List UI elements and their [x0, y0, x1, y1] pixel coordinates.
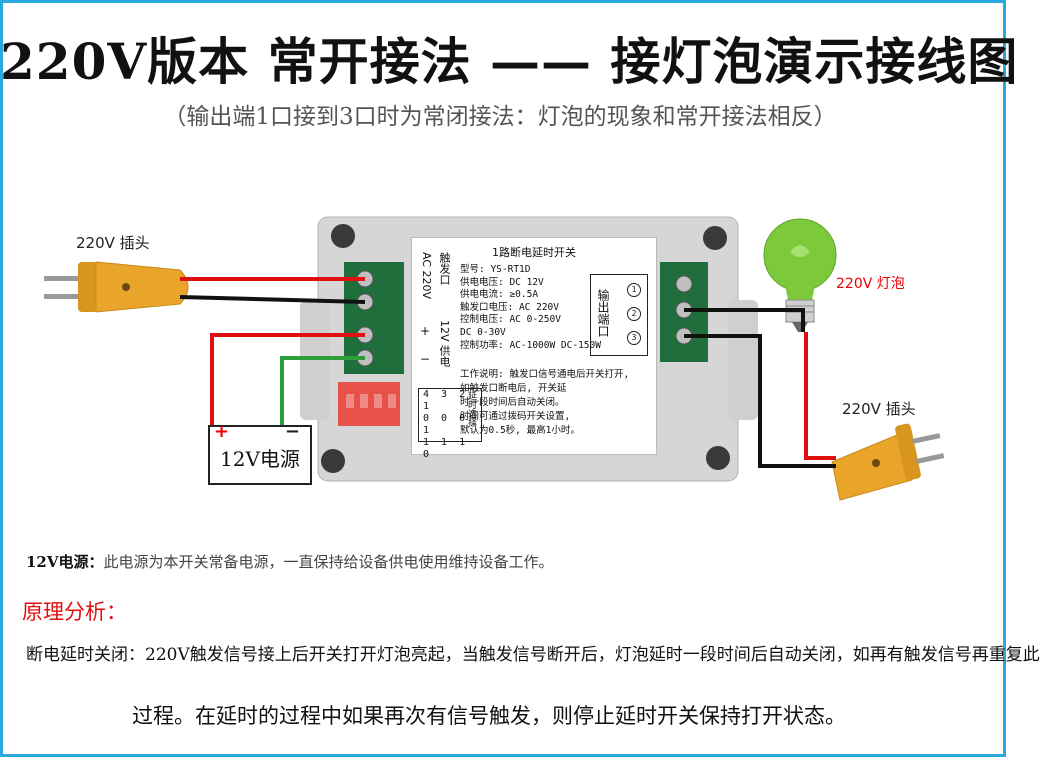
- power-supply-label: 12V电源: [220, 447, 300, 471]
- principle-line-2: 过程。在延时的过程中如果再次有信号触发，则停止延时开关保持打开状态。: [132, 704, 846, 728]
- principle-title: 原理分析：: [22, 600, 127, 624]
- spec-line: DC 0-30V: [460, 326, 506, 338]
- desc-line: 如触发口断电后, 开关延: [460, 383, 567, 394]
- spec-line: 供电电压: DC 12V: [460, 276, 544, 288]
- wire-red: [210, 333, 365, 425]
- mount-hole-icon: [706, 446, 730, 470]
- wires: [179, 277, 836, 468]
- relay-pin: 1: [627, 283, 641, 297]
- card-title: 1路断电延时开关: [492, 246, 576, 259]
- spec-line: 供电电流: ≥0.5A: [460, 289, 539, 301]
- trigger-port-label: 触发口: [438, 252, 451, 285]
- relay-label: 输出端口: [596, 289, 610, 337]
- supply-port-label: 12V 供电: [438, 320, 451, 368]
- module-label-card: 1路断电延时开关 AC 220V 触发口 + − 12V 供电 型号: YS-R…: [411, 237, 657, 460]
- bulb-label: 220V 灯泡: [836, 276, 905, 292]
- desc-line: 时一段时间后自动关闭。: [460, 397, 565, 408]
- dip-row: 0 0 0 1: [423, 413, 469, 436]
- wire-black: [684, 334, 836, 468]
- spec-line: 控制功率: AC-1000W DC-150W: [460, 339, 601, 351]
- wire-black: [684, 308, 805, 332]
- relay-pin: 2: [627, 307, 641, 321]
- relay-output-diagram: 输出端口 1 2 3: [590, 274, 648, 356]
- dip-label: 延时选择: [466, 391, 476, 427]
- dip-switch-table: 4 3 2 1 0 0 0 1 1 1 1 0 延时选择: [418, 388, 482, 460]
- left-plug-label: 220V 插头: [76, 234, 150, 252]
- dip-row: 4 3 2 1: [423, 389, 469, 412]
- power-minus-sign: −: [284, 421, 300, 442]
- mount-hole-icon: [331, 224, 355, 248]
- dip-row: 1 1 1 0: [423, 437, 469, 460]
- wire-black: [179, 295, 366, 304]
- relay-pin: 3: [627, 331, 641, 345]
- mount-hole-icon: [321, 449, 345, 473]
- page-title: 220V版本 常开接法 —— 接灯泡演示接线图: [0, 32, 1019, 91]
- spec-list: 型号: YS-RT1D 供电电压: DC 12V 供电电流: ≥0.5A 触发口…: [460, 264, 601, 352]
- wire-red: [804, 332, 836, 460]
- right-plug-icon: [831, 423, 945, 501]
- desc-line: 工作说明: 触发口信号通电后开关打开,: [460, 369, 630, 380]
- supply-minus-label: −: [420, 352, 431, 366]
- power-note-label: 12V电源：: [26, 553, 104, 571]
- work-description: 工作说明: 触发口信号通电后开关打开, 如触发口断电后, 开关延 时一段时间后自…: [460, 368, 629, 438]
- desc-line: 时间可通过拨码开关设置,: [460, 411, 571, 422]
- mount-hole-icon: [703, 226, 727, 250]
- spec-line: 型号: YS-RT1D: [460, 264, 531, 275]
- page-subtitle: （输出端1口接到3口时为常闭接法：灯泡的现象和常开接法相反）: [163, 104, 837, 130]
- desc-line: 默认为0.5秒, 最高1小时。: [460, 425, 580, 436]
- supply-plus-label: +: [420, 324, 431, 338]
- trigger-voltage-label: AC 220V: [420, 252, 433, 300]
- power-note-text: 此电源为本开关常备电源，一直保持给设备供电使用维持设备工作。: [103, 553, 554, 571]
- wire-green: [280, 356, 365, 425]
- spec-line: 触发口电压: AC 220V: [460, 301, 559, 313]
- bulb-icon: [763, 218, 837, 332]
- screw-icon: [675, 275, 693, 293]
- input-terminal-block: [344, 262, 404, 374]
- spec-line: 控制电压: AC 0-250V: [460, 314, 561, 326]
- principle-line-1: 断电延时关闭：220V触发信号接上后开关打开灯泡亮起，当触发信号断开后，灯泡延时…: [26, 645, 1040, 665]
- power-plus-sign: +: [214, 421, 230, 442]
- left-plug-icon: [44, 261, 189, 313]
- power-supply-box: + − 12V电源: [208, 421, 312, 485]
- power-note: 12V电源：此电源为本开关常备电源，一直保持给设备供电使用维持设备工作。: [26, 551, 554, 572]
- right-plug-label: 220V 插头: [842, 400, 916, 418]
